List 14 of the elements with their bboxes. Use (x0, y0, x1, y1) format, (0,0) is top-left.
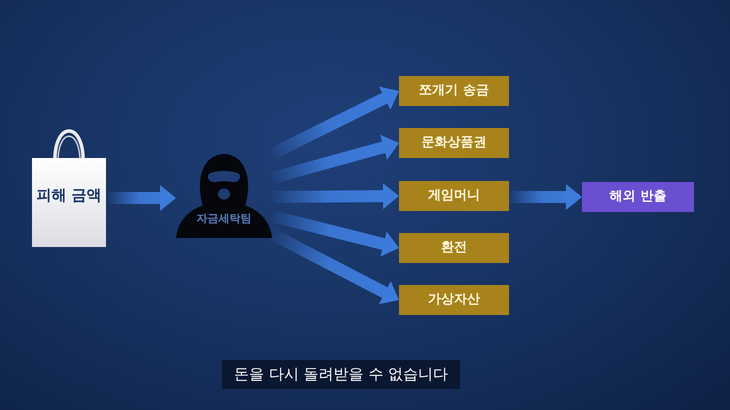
method-box: 가상자산 (399, 285, 509, 315)
arrow (108, 185, 176, 211)
method-box: 쪼개기 송금 (399, 76, 509, 106)
arrow (270, 210, 400, 257)
arrow (272, 183, 400, 210)
method-box: 문화상품권 (399, 128, 509, 158)
method-box: 게임머니 (399, 181, 509, 211)
team-label: 자금세탁팀 (196, 212, 252, 226)
method-box: 환전 (399, 233, 509, 263)
destination-box: 해외 반출 (582, 182, 694, 212)
subtitle-caption: 돈을 다시 돌려받을 수 없습니다 (222, 360, 460, 388)
arrow (509, 184, 582, 210)
arrow (270, 134, 401, 184)
bag-label: 피해 금액 (36, 186, 102, 205)
